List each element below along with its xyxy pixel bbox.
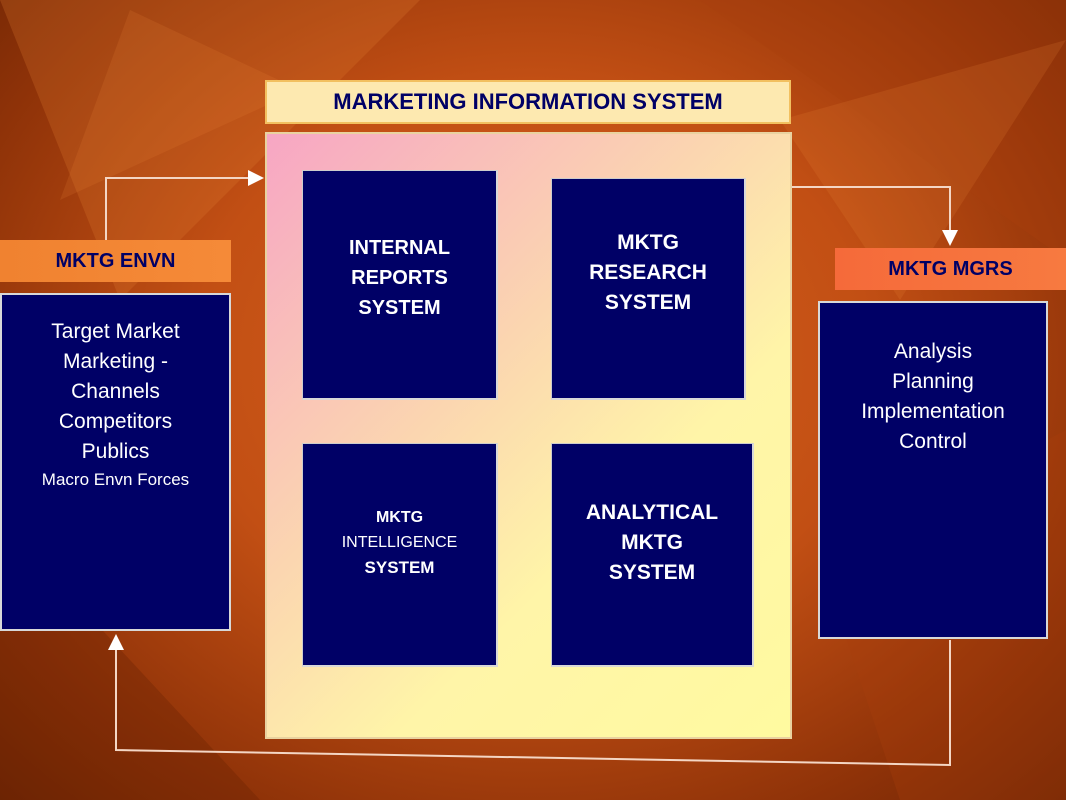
internal-line-2: REPORTS xyxy=(351,266,448,289)
internal-line-1: INTERNAL xyxy=(348,236,451,259)
envn-item-channels: Channels xyxy=(71,380,160,403)
envn-item-publics: Publics xyxy=(81,440,150,463)
mktg-envn-label-text: MKTG ENVN xyxy=(55,249,176,272)
analytical-mktg-box: ANALYTICAL MKTG SYSTEM xyxy=(551,443,754,667)
research-line-1: MKTG xyxy=(617,230,679,254)
internal-line-3: SYSTEM xyxy=(358,296,441,319)
analytical-line-1: ANALYTICAL xyxy=(585,500,719,524)
research-line-2: RESEARCH xyxy=(589,260,707,284)
mktg-intelligence-box: MKTG INTELLIGENCE SYSTEM xyxy=(302,443,498,667)
envn-item-competitors: Competitors xyxy=(58,410,173,433)
mktg-mgrs-label-text: MKTG MGRS xyxy=(888,257,1013,280)
mktg-research-box: MKTG RESEARCH SYSTEM xyxy=(551,178,746,400)
envn-item-target-market: Target Market xyxy=(51,320,180,343)
mktg-mgrs-label: MKTG MGRS xyxy=(835,248,1066,290)
mktg-mgrs-box: Analysis Planning Implementation Control xyxy=(818,301,1048,639)
mgrs-item-implementation: Implementation xyxy=(861,400,1005,423)
mis-title: MARKETING INFORMATION SYSTEM xyxy=(265,80,791,124)
internal-reports-box: INTERNAL REPORTS SYSTEM xyxy=(302,170,498,400)
envn-to-mis-connector xyxy=(105,170,264,240)
mgrs-item-control: Control xyxy=(899,430,967,453)
envn-item-macro-forces: Macro Envn Forces xyxy=(41,470,190,489)
envn-item-marketing: Marketing - xyxy=(62,350,169,373)
analytical-line-3: SYSTEM xyxy=(608,560,696,584)
intelligence-line-2: INTELLIGENCE xyxy=(341,533,458,551)
feedback-loop-connector xyxy=(108,634,951,767)
research-line-3: SYSTEM xyxy=(604,290,692,314)
intelligence-line-3: SYSTEM xyxy=(364,557,435,577)
mktg-envn-label: MKTG ENVN xyxy=(0,240,231,282)
analytical-line-2: MKTG xyxy=(621,530,683,554)
mis-title-text: MARKETING INFORMATION SYSTEM xyxy=(333,89,723,114)
mis-to-mgrs-connector xyxy=(792,186,958,246)
intelligence-line-1: MKTG xyxy=(375,508,424,526)
mgrs-item-planning: Planning xyxy=(892,370,974,393)
mktg-envn-box: Target Market Marketing - Channels Compe… xyxy=(0,293,231,631)
mgrs-item-analysis: Analysis xyxy=(893,340,973,363)
